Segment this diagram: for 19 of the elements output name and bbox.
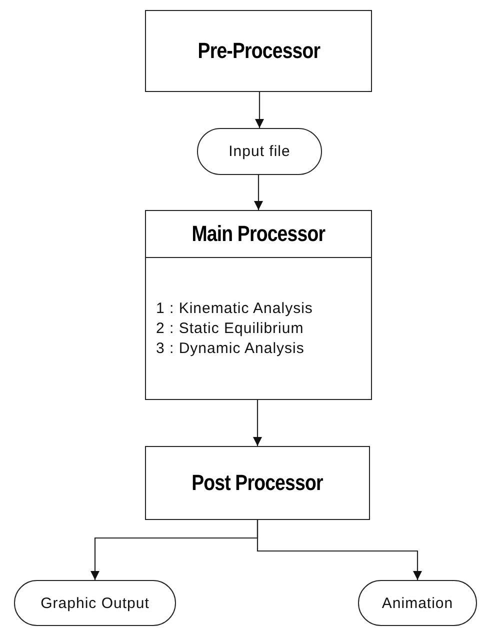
terminal-shape xyxy=(197,128,322,175)
list-item: 3 : Dynamic Analysis xyxy=(156,338,306,358)
node-label: Input file xyxy=(228,143,290,160)
list-item: 2 : Static Equilibrium xyxy=(156,318,305,338)
arrow xyxy=(255,92,264,128)
arrow xyxy=(254,175,263,210)
node-label: Graphic Output xyxy=(40,594,150,612)
box-heading: Pre-Processor xyxy=(197,38,320,64)
process-box xyxy=(145,446,370,520)
terminal-shape xyxy=(14,580,176,626)
process-box xyxy=(145,10,372,92)
box-heading: Post Processor xyxy=(192,470,324,496)
arrow xyxy=(256,520,422,580)
box-heading: Main Processor xyxy=(192,221,326,247)
process-box xyxy=(145,210,372,400)
arrow xyxy=(253,400,262,446)
list-item: 1 : Kinematic Analysis xyxy=(156,298,313,318)
terminal-shape xyxy=(358,580,477,626)
node-label: Animation xyxy=(382,594,454,612)
